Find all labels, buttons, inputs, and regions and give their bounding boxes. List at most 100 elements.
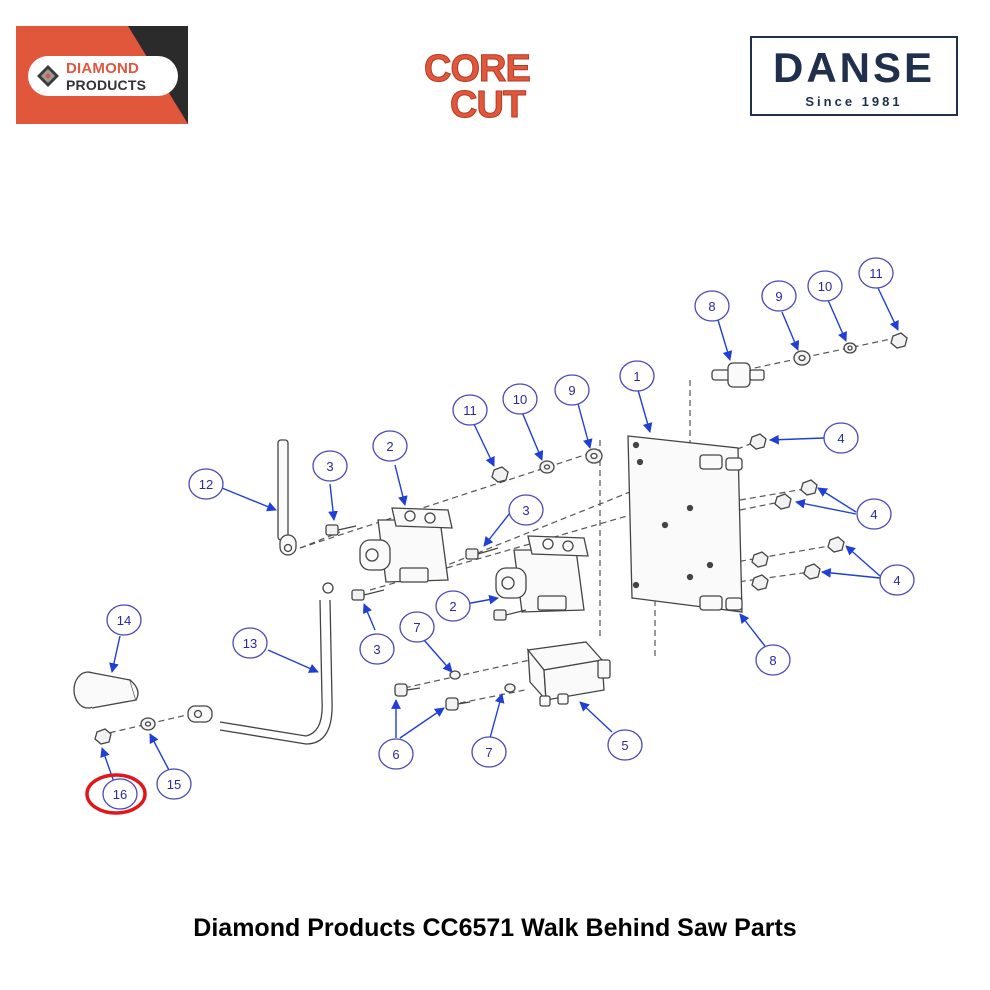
- callout-circle: [102, 778, 138, 810]
- callout-c6: 6: [378, 738, 414, 770]
- callout-c11b: 11: [452, 394, 488, 426]
- callout-label: 3: [326, 459, 333, 474]
- callout-circle: [232, 627, 268, 659]
- callout-circle: [378, 738, 414, 770]
- callout-c13: 13: [232, 627, 268, 659]
- callout-circle: [858, 257, 894, 289]
- callout-label: 11: [463, 403, 477, 418]
- relay-part: [526, 641, 611, 707]
- switch-part-upper: [359, 507, 453, 583]
- callout-circle: [694, 290, 730, 322]
- callout-label: 3: [522, 503, 529, 518]
- callout-label: 4: [870, 507, 877, 522]
- callout-c3b: 3: [508, 494, 544, 526]
- callout-c15: 15: [156, 768, 192, 800]
- callout-circle: [399, 611, 435, 643]
- callout-label: 11: [869, 266, 883, 281]
- callout-circle: [761, 280, 797, 312]
- callout-label: 4: [893, 573, 900, 588]
- callout-circle: [359, 633, 395, 665]
- callout-label: 9: [775, 289, 782, 304]
- callout-label: 2: [449, 599, 456, 614]
- callout-circle: [554, 374, 590, 406]
- callout-label: 10: [818, 279, 832, 294]
- diamond-icon: [37, 65, 59, 87]
- callout-leaders: [100, 287, 899, 783]
- switch-bolts: [325, 524, 527, 621]
- assembly-lines: [99, 335, 906, 736]
- callout-label: 1: [633, 369, 640, 384]
- boot-part-14: [73, 671, 139, 709]
- callout-c9b: 9: [554, 374, 590, 406]
- callout-label: 9: [568, 383, 575, 398]
- callout-label: 3: [373, 642, 380, 657]
- callout-c7a: 7: [399, 611, 435, 643]
- callout-circle: [188, 468, 224, 500]
- callout-c3a: 3: [312, 450, 348, 482]
- callout-circle: [607, 729, 643, 761]
- callout-c8b: 8: [755, 644, 791, 676]
- core-cut-line2: CUT: [449, 84, 526, 126]
- callout-circle: [452, 394, 488, 426]
- core-cut-line1: CORE: [424, 48, 532, 90]
- callout-c11a: 11: [858, 257, 894, 289]
- relay-hardware: [394, 670, 516, 711]
- callout-label: 8: [769, 653, 776, 668]
- diamond-products-line2: PRODUCTS: [66, 77, 147, 93]
- danse-tagline: Since 1981: [805, 94, 903, 109]
- callout-c10b: 10: [502, 383, 538, 415]
- callout-circle: [807, 270, 843, 302]
- core-cut-logo: CORE CUT: [420, 44, 550, 129]
- callout-label: 15: [167, 777, 181, 792]
- callout-c5: 5: [607, 729, 643, 761]
- callout-c4c: 4: [879, 564, 915, 596]
- diamond-products-line1: DIAMOND: [66, 60, 140, 77]
- callout-label: 7: [485, 745, 492, 760]
- callout-label: 6: [392, 747, 399, 762]
- callout-circle: [508, 494, 544, 526]
- callout-circle: [856, 498, 892, 530]
- callout-circle: [619, 360, 655, 392]
- danse-name: DANSE: [772, 44, 936, 91]
- callout-c3c: 3: [359, 633, 395, 665]
- upper-hardware: [491, 332, 908, 483]
- callout-circle: [471, 736, 507, 768]
- callout-label: 14: [117, 613, 131, 628]
- diamond-products-logo: DIAMOND PRODUCTS: [16, 26, 188, 124]
- callout-label: 13: [243, 636, 257, 651]
- callout-label: 8: [708, 299, 715, 314]
- callout-c2a: 2: [372, 430, 408, 462]
- cable-part-13: [187, 582, 334, 745]
- callout-label: 12: [199, 477, 213, 492]
- danse-logo: DANSE Since 1981: [750, 36, 958, 116]
- callout-c9a: 9: [761, 280, 797, 312]
- callout-c2b: 2: [435, 590, 471, 622]
- callout-label: 2: [386, 439, 393, 454]
- cable-part-12: [277, 439, 297, 556]
- callout-circle: [312, 450, 348, 482]
- callout-c1: 1: [619, 360, 655, 392]
- callout-circle: [156, 768, 192, 800]
- callout-c10a: 10: [807, 270, 843, 302]
- callout-c4a: 4: [823, 422, 859, 454]
- callout-label: 4: [837, 431, 844, 446]
- callout-c8a: 8: [694, 290, 730, 322]
- callout-circle: [502, 383, 538, 415]
- callout-c14: 14: [106, 604, 142, 636]
- plate-nuts: [749, 433, 845, 591]
- parts-15-16: [94, 717, 156, 745]
- callout-circle: [755, 644, 791, 676]
- callout-c4b: 4: [856, 498, 892, 530]
- stud-part-upper: [711, 362, 765, 388]
- switch-part-lower: [495, 535, 589, 613]
- callout-c12: 12: [188, 468, 224, 500]
- callout-label: 7: [413, 620, 420, 635]
- page-caption: Diamond Products CC6571 Walk Behind Saw …: [193, 914, 797, 942]
- callout-label: 5: [621, 738, 628, 753]
- callout-label: 16: [113, 787, 127, 802]
- mounting-plate-part: [627, 435, 743, 613]
- callout-c7b: 7: [471, 736, 507, 768]
- callout-circle: [879, 564, 915, 596]
